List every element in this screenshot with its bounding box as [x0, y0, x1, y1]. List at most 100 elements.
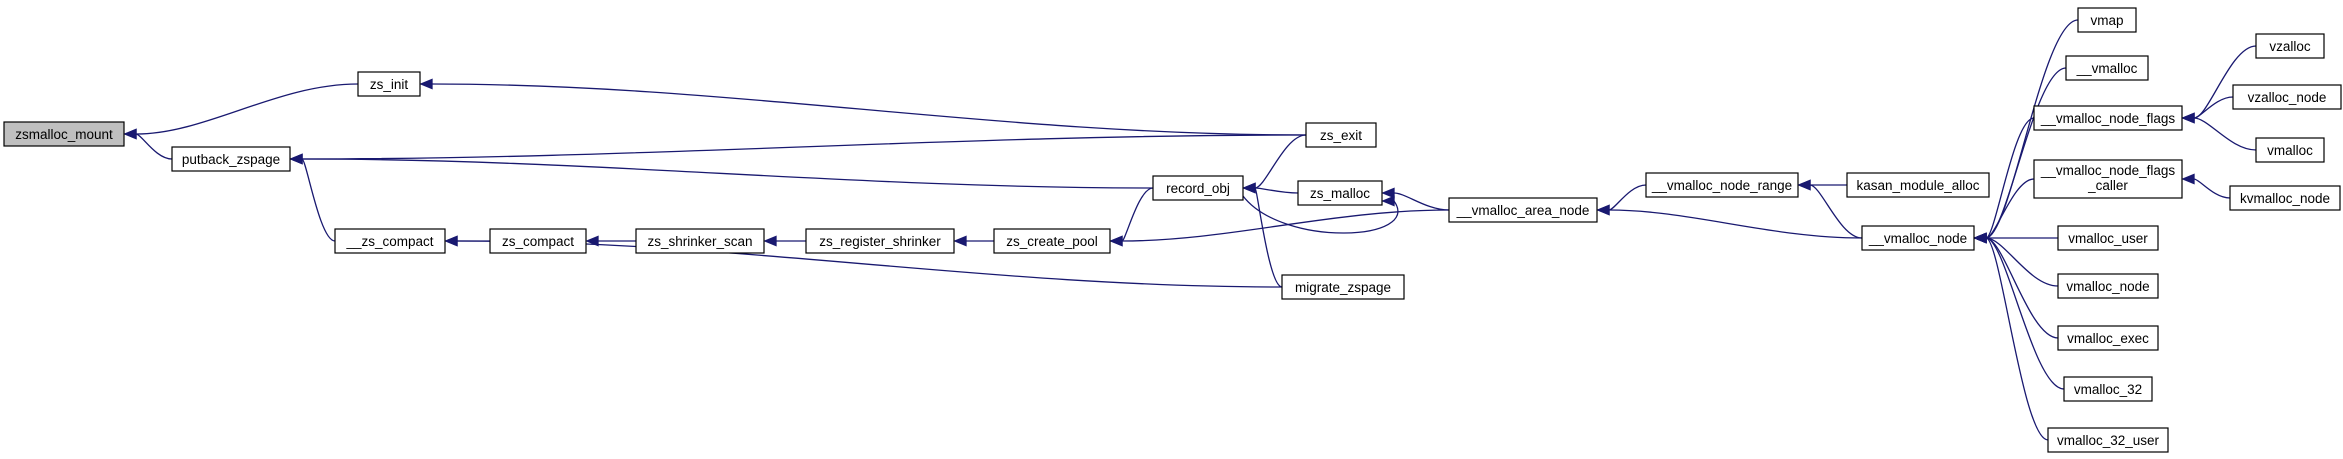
edge-arrowhead: [2181, 173, 2195, 185]
node-label: __vmalloc: [2076, 61, 2138, 76]
edge-line: [431, 83, 1307, 136]
edge-line: [1608, 209, 1863, 239]
edge-migrate-zspage-to-record-obj: [1242, 182, 1283, 288]
node-kasan-module-alloc[interactable]: kasan_module_alloc: [1846, 172, 1990, 198]
node-zsmalloc-mount[interactable]: zsmalloc_mount: [3, 121, 125, 147]
node-vmalloc-32[interactable]: vmalloc_32: [2063, 376, 2153, 402]
node-label: zsmalloc_mount: [15, 127, 113, 142]
node-box: [993, 228, 1111, 254]
edge-vzalloc-to-vmalloc-node-flags: [2181, 45, 2257, 124]
edge-record-obj-to-putback-zspage: [289, 153, 1154, 189]
node-putback-zspage[interactable]: putback_zspage: [171, 146, 291, 172]
node-box: [1846, 172, 1990, 198]
edge-zs-exit-to-putback-zspage: [289, 134, 1307, 165]
edge-arrowhead: [1797, 179, 1811, 191]
edge-vmalloc-area-node-to-zs-malloc: [1381, 187, 1450, 211]
node-box: [171, 146, 291, 172]
node-vmalloc-node-flags-caller[interactable]: __vmalloc_node_flags_caller: [2033, 159, 2183, 199]
node-record-obj[interactable]: record_obj: [1152, 175, 1244, 201]
edge-putback-zspage-to-zsmalloc-mount: [123, 128, 173, 160]
node-zs-malloc[interactable]: zs_malloc: [1297, 180, 1383, 206]
node-zs-init[interactable]: zs_init: [357, 71, 421, 97]
node-vzalloc[interactable]: vzalloc: [2255, 33, 2325, 59]
edge-arrowhead: [2181, 112, 2195, 124]
node-label: __zs_compact: [345, 234, 433, 249]
node-label: vzalloc_node: [2248, 90, 2327, 105]
edge-record-obj-to-zs-create-pool: [1109, 187, 1154, 247]
edge-vmalloc-exec-to-vmalloc-node: [1973, 232, 2059, 339]
node-box: [2057, 273, 2159, 299]
edge-line: [301, 158, 336, 242]
node-zs-compact[interactable]: zs_compact: [489, 228, 587, 254]
node-label: zs_register_shrinker: [819, 234, 941, 249]
edge-arrowhead: [444, 235, 458, 247]
node-kvmalloc-node[interactable]: kvmalloc_node: [2229, 185, 2341, 211]
node-zs-register-shrinker[interactable]: zs_register_shrinker: [805, 228, 955, 254]
edge-zs-compact-to-putback-zspage: [289, 153, 336, 242]
node-box: [2057, 325, 2159, 351]
node-vmalloc-area-node[interactable]: __vmalloc_area_node: [1448, 197, 1598, 223]
edge-arrowhead: [1973, 232, 1987, 244]
node-box: [2065, 55, 2149, 81]
edge-line: [2193, 96, 2234, 119]
node-vmalloc-node-range[interactable]: __vmalloc_node_range: [1645, 172, 1799, 198]
edge-vmalloc-node-to-vmalloc-node-range: [1797, 179, 1863, 239]
edge-zs-create-pool-to-zs-register-shrinker: [953, 235, 994, 247]
node-label: migrate_zspage: [1295, 280, 1391, 295]
node-zs-exit[interactable]: zs_exit: [1305, 122, 1377, 148]
node-zs-shrinker-scan[interactable]: zs_shrinker_scan: [635, 228, 765, 254]
node-box: [2077, 7, 2137, 33]
node-vmalloc-32-user[interactable]: vmalloc_32_user: [2047, 427, 2169, 453]
node-box: [805, 228, 955, 254]
node-box: [2033, 159, 2183, 199]
node-box: [2255, 33, 2325, 59]
node-vmalloc[interactable]: __vmalloc: [2065, 55, 2149, 81]
node-vmalloc-node[interactable]: __vmalloc_node: [1861, 225, 1975, 251]
node-box: [2047, 427, 2169, 453]
node-label: __vmalloc_area_node: [1456, 203, 1590, 218]
node-vmalloc-exec[interactable]: vmalloc_exec: [2057, 325, 2159, 351]
node-vmalloc-node-flags[interactable]: __vmalloc_node_flags: [2033, 105, 2183, 131]
node-label: zs_exit: [1320, 128, 1362, 143]
edge-arrowhead: [419, 78, 433, 90]
node-box: [2057, 225, 2159, 251]
edge-line: [2193, 117, 2257, 151]
node-box: [3, 121, 125, 147]
node-box: [1448, 197, 1598, 223]
edge-zs-shrinker-scan-to-zs-compact: [585, 235, 636, 247]
node-label: zs_init: [370, 77, 409, 92]
node-box: [2229, 185, 2341, 211]
edge-vmalloc-32-user-to-vmalloc-node: [1973, 232, 2049, 441]
node-label: putback_zspage: [182, 152, 280, 167]
node-vmalloc[interactable]: vmalloc: [2255, 137, 2325, 163]
node-vmap[interactable]: vmap: [2077, 7, 2137, 33]
node-box: [357, 71, 421, 97]
node-box: [1152, 175, 1244, 201]
edge-line: [1985, 237, 2065, 390]
node-label: __vmalloc_node_flags: [2040, 111, 2176, 126]
node-vmalloc-user[interactable]: vmalloc_user: [2057, 225, 2159, 251]
node-zs-create-pool[interactable]: zs_create_pool: [993, 228, 1111, 254]
edge-arrowhead: [123, 128, 137, 140]
edge-line: [1121, 187, 1154, 242]
edge-vmalloc-node-to-vmalloc-node: [1973, 232, 2059, 287]
node-label: vmalloc_exec: [2067, 331, 2149, 346]
node-box: [489, 228, 587, 254]
edge-zs-init-to-zsmalloc-mount: [123, 83, 359, 140]
edge-line: [1608, 184, 1647, 211]
node-migrate-zspage[interactable]: migrate_zspage: [1281, 274, 1405, 300]
node-vmalloc-node[interactable]: vmalloc_node: [2057, 273, 2159, 299]
edge-line: [1985, 67, 2067, 239]
node-label: vmalloc_32: [2074, 382, 2142, 397]
edge-line: [1985, 178, 2035, 239]
edge-line: [1985, 237, 2059, 287]
node-box: [2232, 84, 2342, 110]
edge-vmalloc-node-to-vmalloc-area-node: [1596, 204, 1863, 239]
node-label: kvmalloc_node: [2240, 191, 2330, 206]
edge-kvmalloc-node-to-vmalloc-node-flags-caller: [2181, 173, 2231, 199]
node-label: kasan_module_alloc: [1856, 178, 1979, 193]
node-zs-compact[interactable]: __zs_compact: [334, 228, 446, 254]
node-vzalloc-node[interactable]: vzalloc_node: [2232, 84, 2342, 110]
edge-vmalloc-to-vmalloc-node-flags: [2181, 112, 2257, 151]
